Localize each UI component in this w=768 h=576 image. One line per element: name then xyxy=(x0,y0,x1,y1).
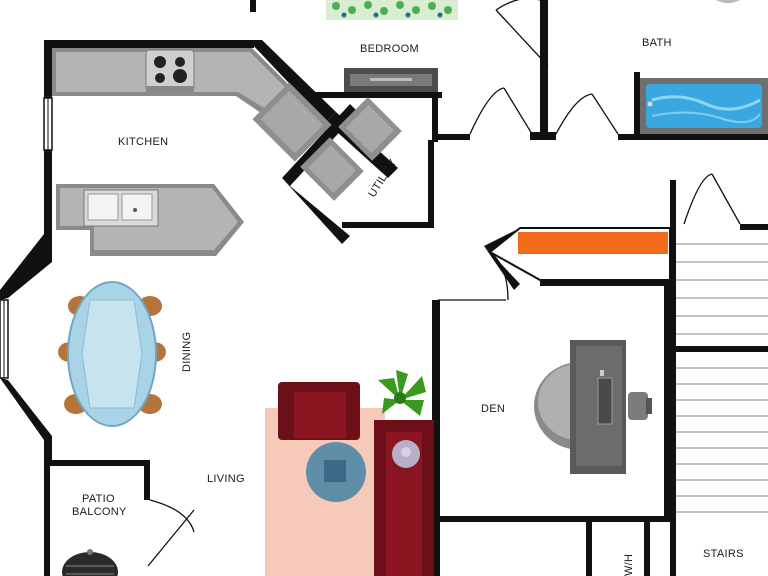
stairs-upper xyxy=(676,243,768,335)
plant-icon xyxy=(378,370,426,416)
bathtub-icon xyxy=(640,78,768,134)
doors xyxy=(147,0,741,567)
stairs-lower xyxy=(676,367,768,513)
label-balcony: BALCONY xyxy=(72,506,127,518)
dresser xyxy=(344,68,438,92)
side-table xyxy=(392,440,420,468)
armchair-icon xyxy=(278,382,360,440)
sink-icon xyxy=(83,189,159,227)
bed-foot xyxy=(326,0,458,20)
label-patio: PATIO xyxy=(82,493,115,505)
label-den: DEN xyxy=(481,403,505,415)
label-stairs: STAIRS xyxy=(703,548,744,560)
coffee-table xyxy=(306,442,366,502)
dining-table xyxy=(67,281,157,427)
dryer-icon xyxy=(300,137,364,201)
desk xyxy=(570,340,626,474)
label-wh: W/H xyxy=(623,554,635,576)
stove-icon xyxy=(145,49,195,92)
toilet xyxy=(716,0,740,3)
windows xyxy=(0,97,53,379)
label-dining: DINING xyxy=(181,332,193,372)
office-chair xyxy=(628,392,652,420)
label-bath: BATH xyxy=(642,37,672,49)
kitchen-fixtures xyxy=(252,82,332,162)
washer-icon xyxy=(338,97,402,161)
den-shelf xyxy=(488,227,671,281)
label-living: LIVING xyxy=(207,473,245,485)
label-kitchen: KITCHEN xyxy=(118,136,168,148)
grill-icon xyxy=(62,549,118,576)
label-bedroom: BEDROOM xyxy=(360,43,419,55)
